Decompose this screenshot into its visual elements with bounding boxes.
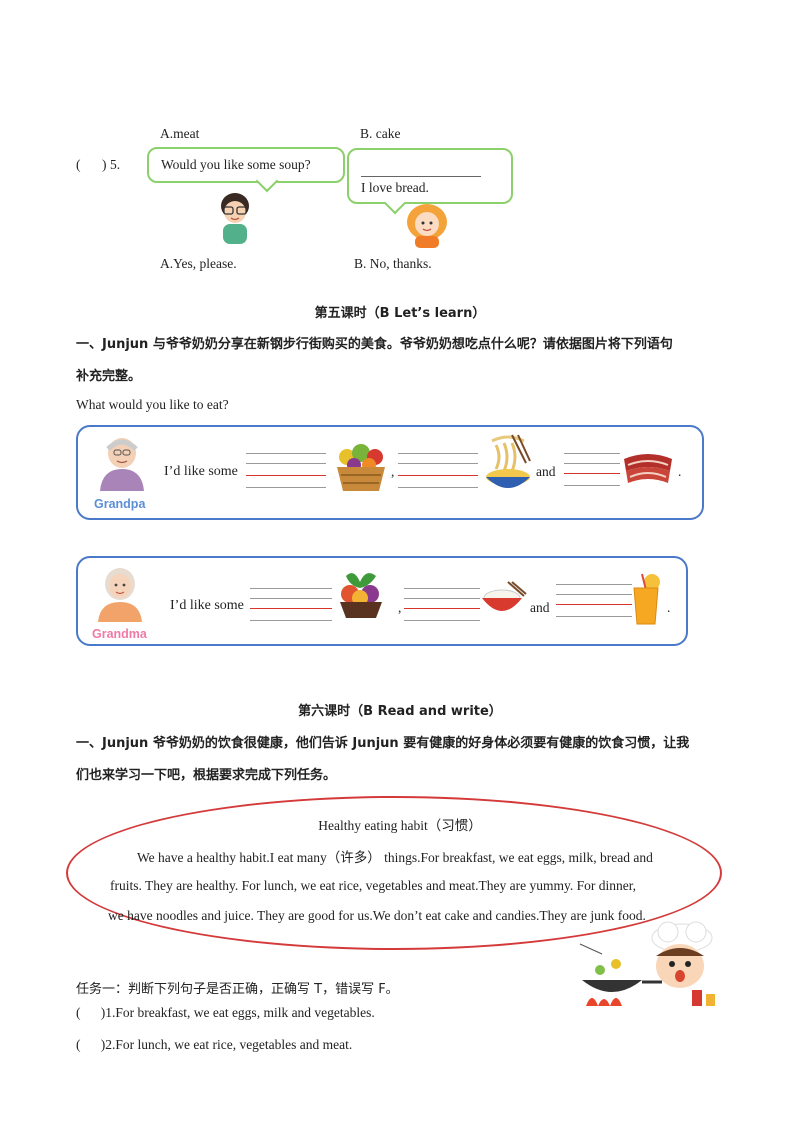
grandma-blank3-line3[interactable] [556,604,632,605]
girl-character-image [407,204,447,248]
chef-boy-image [579,921,715,1006]
lesson5-instruction-line2: 补充完整。 [76,369,142,384]
lesson5-instruction-line1: 一、Junjun 与爷爷奶奶分享在新钢步行街购买的美食。爷爷奶奶想吃点什么呢？请… [76,337,673,352]
grandma-comma: , [398,600,402,615]
meat-image [624,454,672,483]
grandpa-blank3-line4[interactable] [564,485,620,486]
grandpa-and: and [536,464,556,479]
bubble-boy-text: Would you like some soup? [161,157,311,172]
grandma-food-box: Grandma I’d like some , and . [76,556,688,646]
grandpa-blank2-line4[interactable] [398,487,478,488]
grandma-blank2-line4[interactable] [404,620,480,621]
fruit-basket-image [337,444,385,491]
grandma-blank1-line4[interactable] [250,620,332,621]
boy-character-image [221,193,249,244]
option-b-top: B. cake [360,126,401,141]
task1-item1: ( )1.For breakfast, we eat eggs, milk an… [76,1005,375,1020]
grandpa-blank2-line2[interactable] [398,463,478,464]
grandpa-blank3-line1[interactable] [564,453,620,454]
task1-heading: 任务一：判断下列句子是否正确，正确写 T，错误写 F。 [76,982,399,997]
grandma-blank1-line1[interactable] [250,588,332,589]
grandpa-food-box: Grandpa I’d like some , and . [76,425,704,520]
grandma-blank3-line1[interactable] [556,584,632,585]
speech-bubble-boy: Would you like some soup? [147,147,345,193]
lesson6-instruction-line1: 一、Junjun 爷爷奶奶的饮食很健康，他们告诉 Junjun 要有健康的好身体… [76,736,690,751]
grandpa-blank3-line2[interactable] [564,463,620,464]
grandma-blank3-line2[interactable] [556,594,632,595]
option-a-top: A.meat [160,126,200,141]
answer-blank-line[interactable] [361,176,481,177]
vegetables-image [340,573,382,618]
grandpa-blank1-line3[interactable] [246,475,326,476]
grandpa-blank2-line1[interactable] [398,453,478,454]
grandma-sentence: I’d like some [170,598,244,613]
noodles-image [486,434,531,488]
grandma-blank2-line1[interactable] [404,588,480,589]
grandpa-sentence: I’d like some [164,464,238,479]
option-a: A.Yes, please. [160,256,237,271]
grandpa-blank2-line3[interactable] [398,475,478,476]
grandma-and: and [530,600,550,615]
question-number: 5. [110,157,121,172]
passage-line2: fruits. They are healthy. For lunch, we … [110,878,637,893]
passage-oval [66,796,722,950]
juice-glass-image [633,573,660,625]
task1-item2: ( )2.For lunch, we eat rice, vegetables … [76,1037,353,1052]
answer-paren-open: ( [76,157,81,172]
passage-title: Healthy eating habit（习惯） [318,818,482,833]
speech-bubble-girl: I love bread. [347,148,513,215]
grandma-blank3-line4[interactable] [556,616,632,617]
grandpa-comma: , [391,464,395,479]
grandma-image [98,568,142,622]
answer-paren-close: ) [102,157,107,172]
lesson6-instruction-line2: 们也来学习一下吧，根据要求完成下列任务。 [76,768,337,783]
passage-line1: We have a healthy habit.I eat many（许多） t… [137,850,653,865]
grandma-blank2-line3[interactable] [404,608,480,609]
grandpa-period: . [678,464,682,479]
grandma-label: Grandma [92,627,147,641]
lesson5-question: What would you like to eat? [76,397,229,412]
grandpa-label: Grandpa [94,497,146,511]
grandpa-blank1-line2[interactable] [246,463,326,464]
option-b: B. No, thanks. [354,256,432,271]
bubble-girl-text: I love bread. [361,180,429,195]
grandma-period: . [667,600,671,615]
grandpa-blank1-line1[interactable] [246,453,326,454]
passage-line3: we have noodles and juice. They are good… [108,908,646,923]
grandpa-image [100,438,144,491]
lesson6-title: 第六课时（B Read and write） [298,704,502,719]
grandma-blank1-line3[interactable] [250,608,332,609]
grandpa-blank1-line4[interactable] [246,487,326,488]
rice-bowl-image [482,581,527,611]
lesson5-title: 第五课时（B Let’s learn） [314,306,486,321]
grandpa-blank3-line3[interactable] [564,473,620,474]
grandma-blank1-line2[interactable] [250,598,332,599]
grandma-blank2-line2[interactable] [404,598,480,599]
